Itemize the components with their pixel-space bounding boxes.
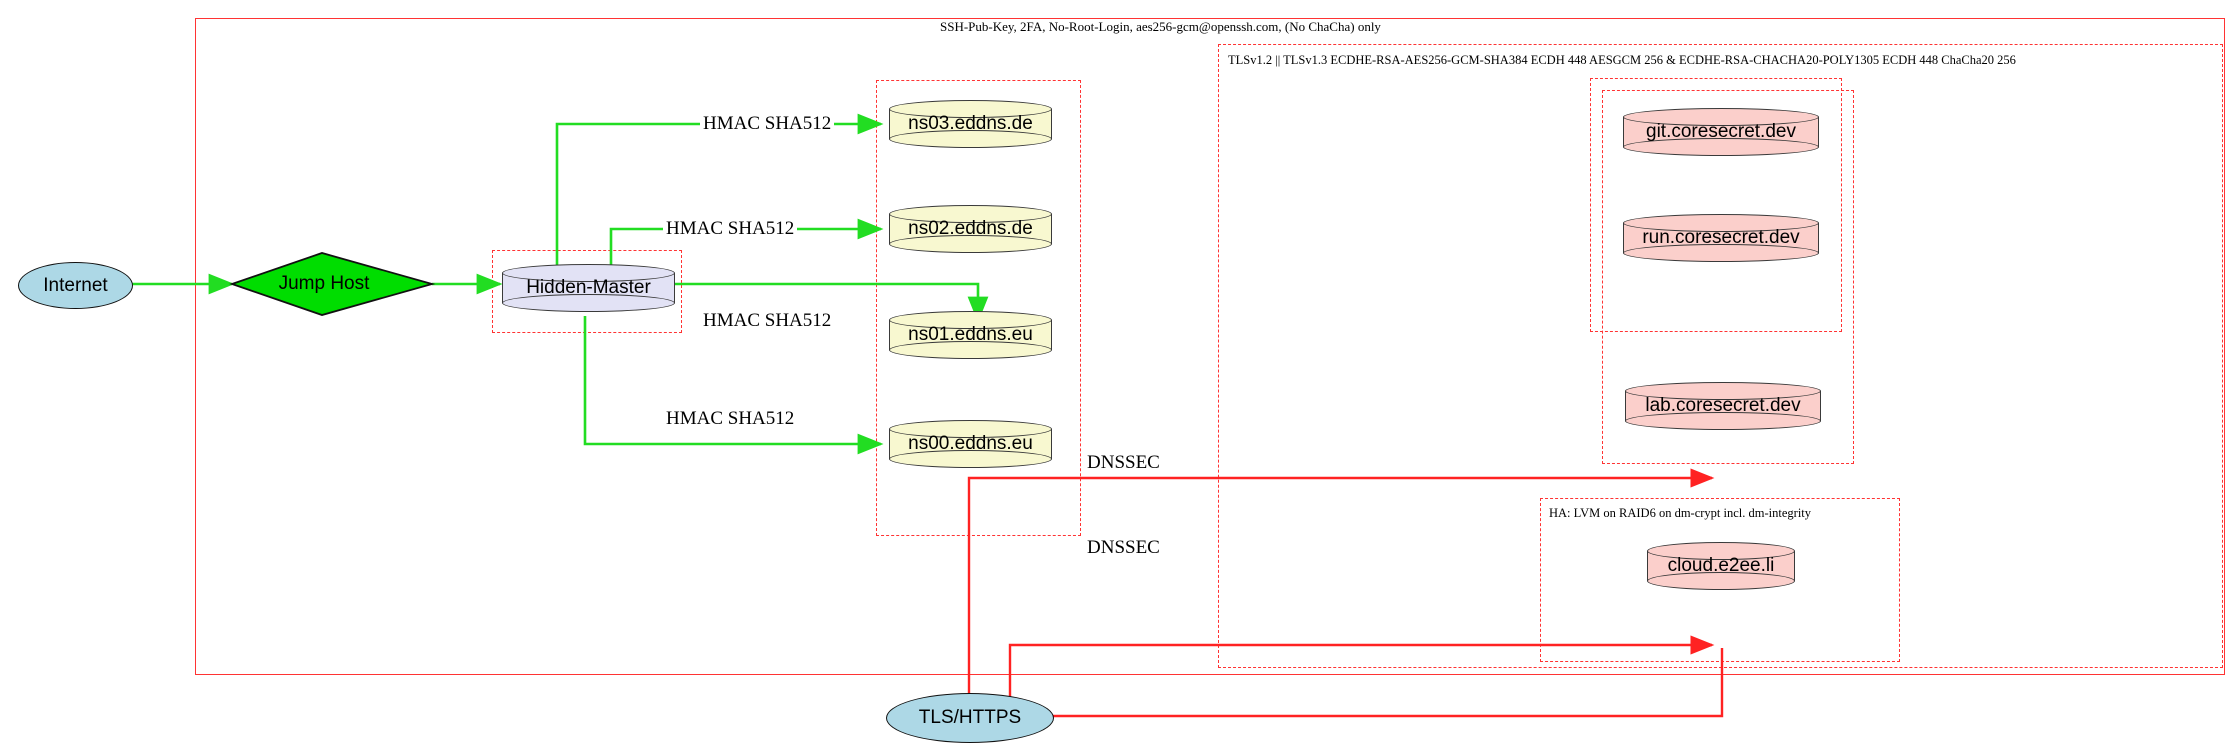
ha-boundary-box [1540, 498, 1900, 662]
edge-label-text: DNSSEC [1087, 537, 1160, 558]
node-tls-https[interactable]: TLS/HTTPS [886, 693, 1054, 743]
cylinder-bottom [889, 130, 1052, 148]
edge-label-text: HMAC SHA512 [703, 310, 832, 331]
node-ns03-label: ns03.eddns.de [908, 113, 1033, 134]
edge-label-hmac-ns00: HMAC SHA512 [663, 408, 798, 430]
node-ns02[interactable]: ns02.eddns.de [889, 205, 1052, 253]
node-ns01[interactable]: ns01.eddns.eu [889, 311, 1052, 359]
node-run-coresecret[interactable]: run.coresecret.dev [1623, 214, 1819, 262]
ssh-boundary-label: SSH-Pub-Key, 2FA, No-Root-Login, aes256-… [940, 19, 1381, 34]
node-cloud-e2ee[interactable]: cloud.e2ee.li [1647, 542, 1795, 590]
node-git-coresecret[interactable]: git.coresecret.dev [1623, 108, 1819, 156]
edge-dnssec-upper [967, 468, 1715, 716]
edge-label-hmac-ns01: HMAC SHA512 [700, 310, 835, 332]
cylinder-top [1623, 108, 1819, 126]
cylinder-top [889, 205, 1052, 223]
cylinder-bottom [1625, 412, 1821, 430]
node-git-coresecret-label: git.coresecret.dev [1646, 121, 1796, 142]
node-ns02-label: ns02.eddns.de [908, 218, 1033, 239]
cylinder-bottom [1647, 572, 1795, 590]
edge-label-text: HMAC SHA512 [666, 408, 795, 429]
cylinder-top [889, 100, 1052, 118]
cylinder-bottom [1623, 244, 1819, 262]
node-cloud-e2ee-label: cloud.e2ee.li [1667, 555, 1775, 576]
edge-label-text: HMAC SHA512 [666, 218, 795, 239]
service-cluster-box [1590, 78, 1842, 332]
node-jumphost-label: Jump Host [278, 273, 370, 294]
cylinder-bottom [889, 450, 1052, 468]
node-hidden-master-label: Hidden-Master [526, 277, 651, 298]
cylinder-bottom [889, 341, 1052, 359]
service-outer-box [1602, 90, 1854, 464]
edge-label-hmac-ns02: HMAC SHA512 [663, 218, 798, 240]
cylinder-top [1647, 542, 1795, 560]
cylinder-top [1625, 382, 1821, 400]
dns-cluster-box [876, 80, 1081, 536]
node-ns00[interactable]: ns00.eddns.eu [889, 420, 1052, 468]
node-hidden-master[interactable]: Hidden-Master [502, 264, 675, 312]
node-jumphost[interactable]: Jump Host [264, 273, 384, 295]
node-internet-label: Internet [43, 274, 108, 296]
edge-master-ns01 [675, 282, 989, 323]
edge-tls-right [1052, 648, 1724, 718]
node-tls-https-label: TLS/HTTPS [918, 707, 1022, 728]
node-internet[interactable]: Internet [18, 262, 133, 309]
ha-boundary-label: HA: LVM on RAID6 on dm-crypt incl. dm-in… [1549, 506, 1812, 520]
tls-boundary-label: TLSv1.2 || TLSv1.3 ECDHE-RSA-AES256-GCM-… [1228, 53, 2016, 67]
tls-boundary-box [1218, 44, 2223, 668]
node-run-coresecret-label: run.coresecret.dev [1642, 227, 1800, 248]
cylinder-top [889, 420, 1052, 438]
edge-label-text: DNSSEC [1087, 452, 1160, 473]
edge-label-dnssec-upper: DNSSEC [1083, 452, 1164, 474]
node-ns00-label: ns00.eddns.eu [908, 433, 1033, 454]
cylinder-top [889, 311, 1052, 329]
edge-label-text: HMAC SHA512 [703, 113, 832, 134]
jump-host-diamond [229, 252, 436, 316]
cylinder-bottom [889, 235, 1052, 253]
cylinder-bottom [1623, 138, 1819, 156]
edge-label-hmac-ns03: HMAC SHA512 [700, 113, 835, 135]
edge-master-ns00 [583, 316, 884, 455]
edge-dnssec-lower [1008, 635, 1715, 700]
node-ns03[interactable]: ns03.eddns.de [889, 100, 1052, 148]
ssh-boundary-box [195, 18, 2225, 675]
cylinder-top [1623, 214, 1819, 232]
node-lab-coresecret[interactable]: lab.coresecret.dev [1625, 382, 1821, 430]
edge-label-dnssec-lower: DNSSEC [1083, 537, 1164, 559]
node-lab-coresecret-label: lab.coresecret.dev [1645, 395, 1801, 416]
node-ns01-label: ns01.eddns.eu [908, 324, 1033, 345]
cylinder-top [502, 264, 675, 282]
cylinder-bottom [502, 294, 675, 312]
